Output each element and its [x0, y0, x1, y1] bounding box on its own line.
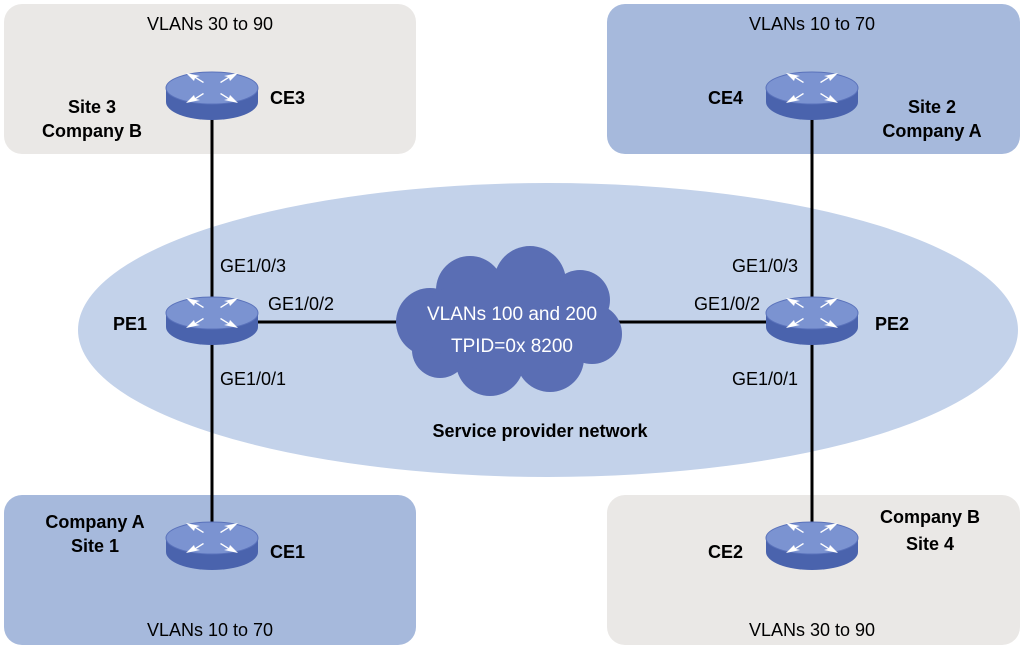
site1-company-label: Company A [45, 512, 144, 532]
ce2-switch-icon [765, 521, 859, 571]
site3-site-label: Site 3 [68, 97, 116, 117]
site2-site-label: Site 2 [908, 97, 956, 117]
links [210, 118, 814, 530]
ce4-switch-icon [765, 71, 859, 121]
cloud-tpid-label: TPID=0x 8200 [451, 336, 573, 357]
provider-network-label: Service provider network [432, 421, 648, 441]
site1-vlans: VLANs 10 to 70 [147, 620, 273, 640]
cloud-vlans-label: VLANs 100 and 200 [427, 304, 597, 325]
pe1-port-ge101: GE1/0/1 [220, 369, 286, 389]
site3-company-label: Company B [42, 121, 142, 141]
site2-vlans: VLANs 10 to 70 [749, 14, 875, 34]
ce3-switch-icon [165, 71, 259, 121]
cloud-icon [396, 246, 622, 396]
pe1-port-ge102: GE1/0/2 [268, 294, 334, 314]
pe1-port-ge103: GE1/0/3 [220, 256, 286, 276]
ce1-label: CE1 [270, 542, 305, 562]
pe2-label: PE2 [875, 314, 909, 334]
pe2-port-ge102: GE1/0/2 [694, 294, 760, 314]
site4-vlans: VLANs 30 to 90 [749, 620, 875, 640]
site4-site-label: Site 4 [906, 534, 954, 554]
pe2-port-ge103: GE1/0/3 [732, 256, 798, 276]
ce4-label: CE4 [708, 88, 743, 108]
pe2-port-ge101: GE1/0/1 [732, 369, 798, 389]
site4-area [607, 495, 1020, 645]
site3-vlans: VLANs 30 to 90 [147, 14, 273, 34]
site4-company-label: Company B [880, 507, 980, 527]
site1-area [4, 495, 416, 645]
pe1-label: PE1 [113, 314, 147, 334]
ce2-label: CE2 [708, 542, 743, 562]
ce1-switch-icon [165, 521, 259, 571]
pe1-switch-icon [165, 296, 259, 346]
ce3-label: CE3 [270, 88, 305, 108]
site2-company-label: Company A [882, 121, 981, 141]
site1-site-label: Site 1 [71, 536, 119, 556]
pe2-switch-icon [765, 296, 859, 346]
